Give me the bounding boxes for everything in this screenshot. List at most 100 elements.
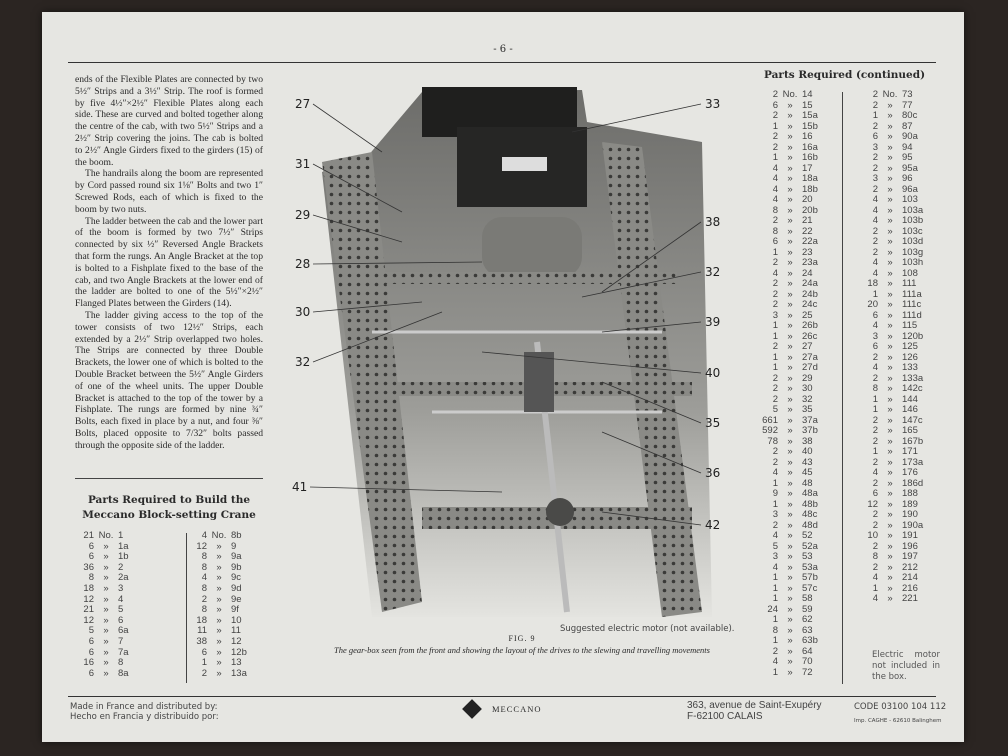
parts-row: 6»90a [856,131,932,143]
parts-row: 3»96 [856,173,932,185]
callout-number: 32 [295,355,311,369]
ditto-mark: No. [882,89,898,100]
ditto-mark: » [787,383,793,394]
part-number: 14 [802,89,813,100]
ditto-mark: » [787,551,793,562]
part-number: 111c [902,299,922,310]
worm-gear [524,352,554,412]
parts-row: 2»95a [856,163,932,175]
part-number: 87 [902,120,913,132]
parts-row: 4»103 [856,194,932,206]
ditto-mark: » [887,183,893,195]
quantity: 1 [772,330,778,342]
ditto-mark: » [787,99,793,111]
ditto-mark: » [887,393,893,405]
part-number: 13a [231,667,247,679]
part-number: 221 [902,593,918,604]
parts-row: 5»52a [756,541,832,553]
quantity: 16 [83,657,94,669]
quantity: 9 [772,488,778,499]
ditto-mark: » [787,215,793,226]
ditto-mark: » [216,667,222,679]
ditto-mark: » [887,246,893,258]
part-number: 25 [802,309,813,321]
ditto-mark: » [787,519,793,531]
ditto-mark: » [887,561,893,573]
ditto-mark: » [887,351,893,363]
distributor-text: Made in France and distributed by: Hecho… [70,702,219,722]
parts-row: 4»18b [756,184,832,196]
quantity: 12 [83,593,94,605]
quantity: 2 [201,593,207,605]
ditto-mark: » [216,635,222,647]
quantity: 2 [772,278,778,289]
leader-line [601,381,702,424]
ditto-mark: » [787,435,793,447]
part-number: 77 [902,99,913,111]
callout-number: 39 [705,315,721,329]
ditto-mark: » [887,530,893,541]
part-number: 111a [902,288,922,300]
parts-row: 4»115 [856,320,932,332]
ditto-mark: » [216,593,222,605]
address-line: 363, avenue de Saint-Exupéry [687,700,822,711]
parts-row: 1»23 [756,247,832,259]
parts-row: 4»18a [756,173,832,185]
cord-drum [482,217,582,277]
ditto-mark: » [216,582,222,594]
ditto-mark: » [787,477,793,489]
parts-row: 1»48b [756,499,832,511]
part-number: 111d [902,309,922,321]
quantity: 3 [872,330,878,342]
quantity: 3 [772,551,778,562]
ditto-mark: » [887,425,893,436]
part-number: 4 [118,593,124,605]
ditto-mark: » [787,456,793,468]
part-number: 59 [802,603,813,615]
quantity: 2 [772,131,778,142]
part-number: 5 [118,604,124,616]
parts-row: 1»216 [856,583,932,595]
callout-number: 40 [705,366,721,380]
ditto-mark: » [787,278,793,289]
parts-row: 6»8a [72,668,148,680]
quantity: 2 [872,152,878,163]
parts-row: 1»111a [856,288,932,301]
part-number: 115 [902,320,918,331]
parts-row: 2»147c [856,415,932,427]
parts-row: 6»22a [756,236,832,248]
quantity: 2 [872,236,878,247]
part-number: 8b [231,530,242,541]
part-number: 165 [902,425,918,436]
quantity: 18 [196,614,207,626]
paragraph: The handrails along the boom are represe… [75,168,263,215]
quantity: 38 [196,635,207,647]
quantity: 2 [772,393,778,405]
parts-row: 8»2a [72,573,148,584]
ditto-mark: » [887,446,893,457]
part-number: 32 [802,393,813,405]
part-number: 62 [802,614,813,625]
parts-row: 4»108 [856,268,932,280]
gearbox-photo [322,87,712,617]
printer-credit: Imp. CAGHE - 62610 Balinghem [854,718,942,724]
part-number: 26c [802,330,818,342]
parts-row: 8»22 [756,226,832,238]
part-number: 2 [118,561,124,573]
quantity: 1 [772,666,778,678]
parts-row: 2»40 [756,446,832,458]
ditto-mark: » [787,299,793,310]
parts-row: 2»24a [756,278,832,290]
ditto-mark: » [787,509,793,520]
ditto-mark: » [887,341,893,352]
ditto-mark: » [216,540,222,552]
motor-suggestion-note: Suggested electric motor (not available)… [560,624,735,634]
ditto-mark: » [887,330,893,342]
parts-row: 1»62 [756,614,832,626]
part-number: 37a [802,414,818,426]
parts-row: 4»45 [756,467,832,479]
part-number: 190 [902,509,918,520]
parts-row: 12»189 [856,499,932,511]
